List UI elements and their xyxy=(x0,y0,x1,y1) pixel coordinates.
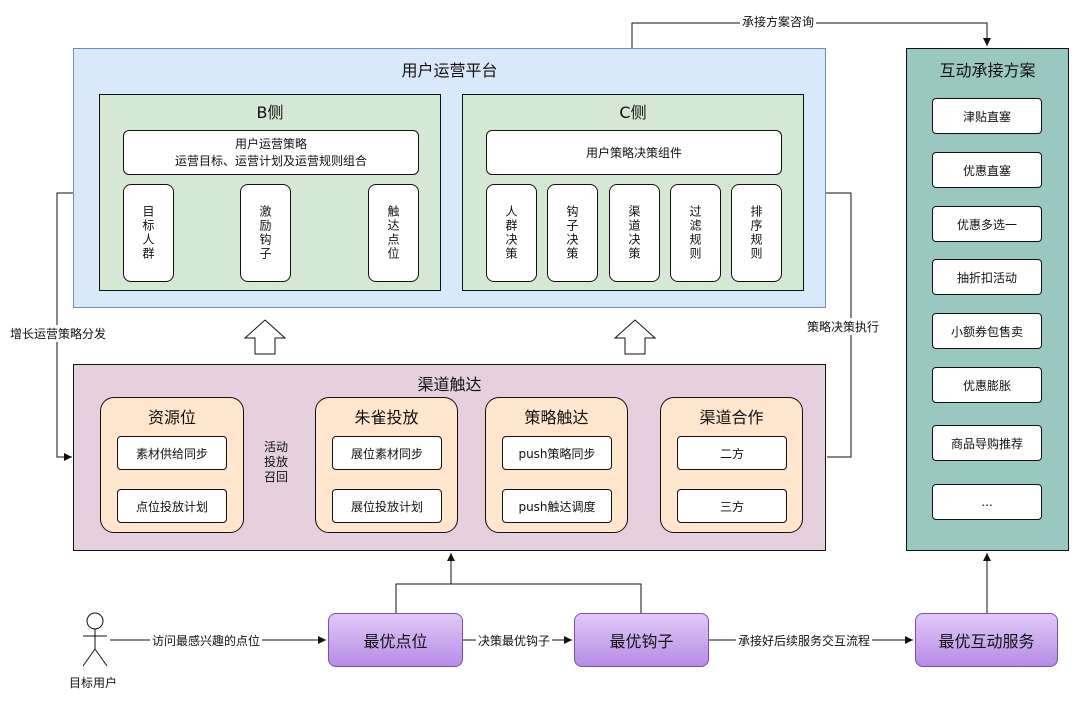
b-side-title: B侧 xyxy=(256,103,284,122)
group-cooperation: 渠道合作 二方 三方 xyxy=(660,397,803,533)
interaction-title: 互动承接方案 xyxy=(939,61,1036,80)
group-item: 展位素材同步 xyxy=(332,436,442,470)
interaction-item: 优惠直塞 xyxy=(932,152,1042,188)
c-item-hook: 钩子决策 xyxy=(547,184,598,282)
group-resource: 资源位 素材供给同步 点位投放计划 xyxy=(100,397,244,533)
activity-label: 活动 投放 召回 xyxy=(255,440,297,485)
b-strategy-line1: 用户运营策略 xyxy=(234,136,307,151)
b-side-box: B侧 用户运营策略 运营目标、运营计划及运营规则组合 目标人群 激励钩子 触达点… xyxy=(99,94,441,291)
user-label: 目标用户 xyxy=(69,676,118,690)
b-step-label: 目标人群 xyxy=(141,205,155,261)
group-item: 展位投放计划 xyxy=(332,489,442,523)
interaction-item: ... xyxy=(932,484,1042,520)
interaction-item: 小额券包售卖 xyxy=(932,313,1042,349)
c-item-label: 排序规则 xyxy=(749,205,763,261)
group-title: 策略触达 xyxy=(524,408,589,427)
b-step-label: 激励钩子 xyxy=(258,205,272,261)
decide-label: 决策最优钩子 xyxy=(476,632,553,649)
group-item: 点位投放计划 xyxy=(117,489,227,523)
interaction-item: 优惠多选一 xyxy=(932,206,1042,242)
b-step-hook: 激励钩子 xyxy=(240,184,291,282)
b-step-spot: 触达点位 xyxy=(368,184,419,282)
best-service-node: 最优互动服务 xyxy=(915,613,1058,667)
group-item: 三方 xyxy=(677,489,787,523)
c-item-sort: 排序规则 xyxy=(731,184,782,282)
user-icon xyxy=(82,612,108,667)
c-side-title: C侧 xyxy=(619,103,647,122)
best-hook-node: 最优钩子 xyxy=(574,613,709,667)
consult-label: 承接方案咨询 xyxy=(740,13,817,30)
group-strategy: 策略触达 push策略同步 push触达调度 xyxy=(485,397,628,533)
interaction-item: 抽折扣活动 xyxy=(932,259,1042,295)
group-item: 素材供给同步 xyxy=(117,436,227,470)
group-zhuque: 朱雀投放 展位素材同步 展位投放计划 xyxy=(315,397,458,533)
execute-label: 策略决策执行 xyxy=(805,318,882,335)
c-item-label: 人群决策 xyxy=(504,205,518,261)
group-title: 资源位 xyxy=(147,408,196,427)
interaction-item: 商品导购推荐 xyxy=(932,425,1042,461)
activity-line: 活动 xyxy=(263,440,288,454)
c-side-box: C侧 用户策略决策组件 人群决策 钩子决策 渠道决策 过滤规则 排序规则 xyxy=(462,94,804,291)
b-step-label: 触达点位 xyxy=(386,205,400,261)
channel-title: 渠道触达 xyxy=(417,375,482,394)
group-title: 朱雀投放 xyxy=(354,408,419,427)
group-item: push触达调度 xyxy=(502,489,612,523)
activity-line: 召回 xyxy=(263,470,288,484)
b-strategy-line2: 运营目标、运营计划及运营规则组合 xyxy=(174,153,367,168)
c-item-channel: 渠道决策 xyxy=(609,184,660,282)
c-item-label: 钩子决策 xyxy=(565,205,579,261)
interaction-item: 津贴直塞 xyxy=(932,98,1042,134)
group-title: 渠道合作 xyxy=(699,408,764,427)
c-item-crowd: 人群决策 xyxy=(486,184,537,282)
c-item-filter: 过滤规则 xyxy=(670,184,721,282)
merge-line xyxy=(395,583,642,613)
c-component-box: 用户策略决策组件 xyxy=(486,130,782,175)
distribute-label: 增长运营策略分发 xyxy=(8,325,109,342)
interaction-item: 优惠膨胀 xyxy=(932,367,1042,403)
activity-line: 投放 xyxy=(263,455,288,469)
best-spot-node: 最优点位 xyxy=(328,613,463,667)
c-item-label: 过滤规则 xyxy=(688,205,702,261)
group-item: 二方 xyxy=(677,436,787,470)
platform-title: 用户运营平台 xyxy=(401,61,498,80)
up-arrow-right xyxy=(613,319,657,355)
service-label: 承接好后续服务交互流程 xyxy=(736,632,873,649)
group-item: push策略同步 xyxy=(502,436,612,470)
visit-label: 访问最感兴趣的点位 xyxy=(150,632,263,649)
b-step-target: 目标人群 xyxy=(123,184,174,282)
up-arrow-left xyxy=(243,319,287,355)
c-item-label: 渠道决策 xyxy=(627,205,641,261)
b-strategy-box: 用户运营策略 运营目标、运营计划及运营规则组合 xyxy=(123,130,419,175)
